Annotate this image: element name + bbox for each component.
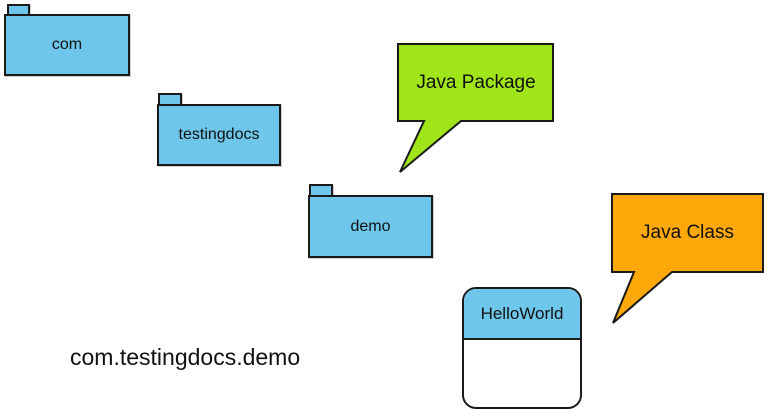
class-name-header: HelloWorld <box>464 289 580 340</box>
helloworld-class-box: HelloWorld <box>462 287 582 409</box>
package-path-caption: com.testingdocs.demo <box>70 344 301 370</box>
class-name-label: HelloWorld <box>480 303 564 323</box>
folder-demo-label: demo <box>350 217 391 235</box>
java-package-callout-icon <box>397 43 554 173</box>
java-class-callout-icon <box>611 193 764 324</box>
java-class-callout-shape <box>611 193 764 324</box>
java-package-callout-shape <box>397 43 554 173</box>
folder-demo-icon: demo <box>308 195 433 258</box>
folder-testingdocs-label: testingdocs <box>178 126 260 143</box>
folder-testingdocs-icon: testingdocs <box>157 104 281 166</box>
folder-com-label: com <box>51 36 83 53</box>
folder-com-icon: com <box>4 14 130 76</box>
